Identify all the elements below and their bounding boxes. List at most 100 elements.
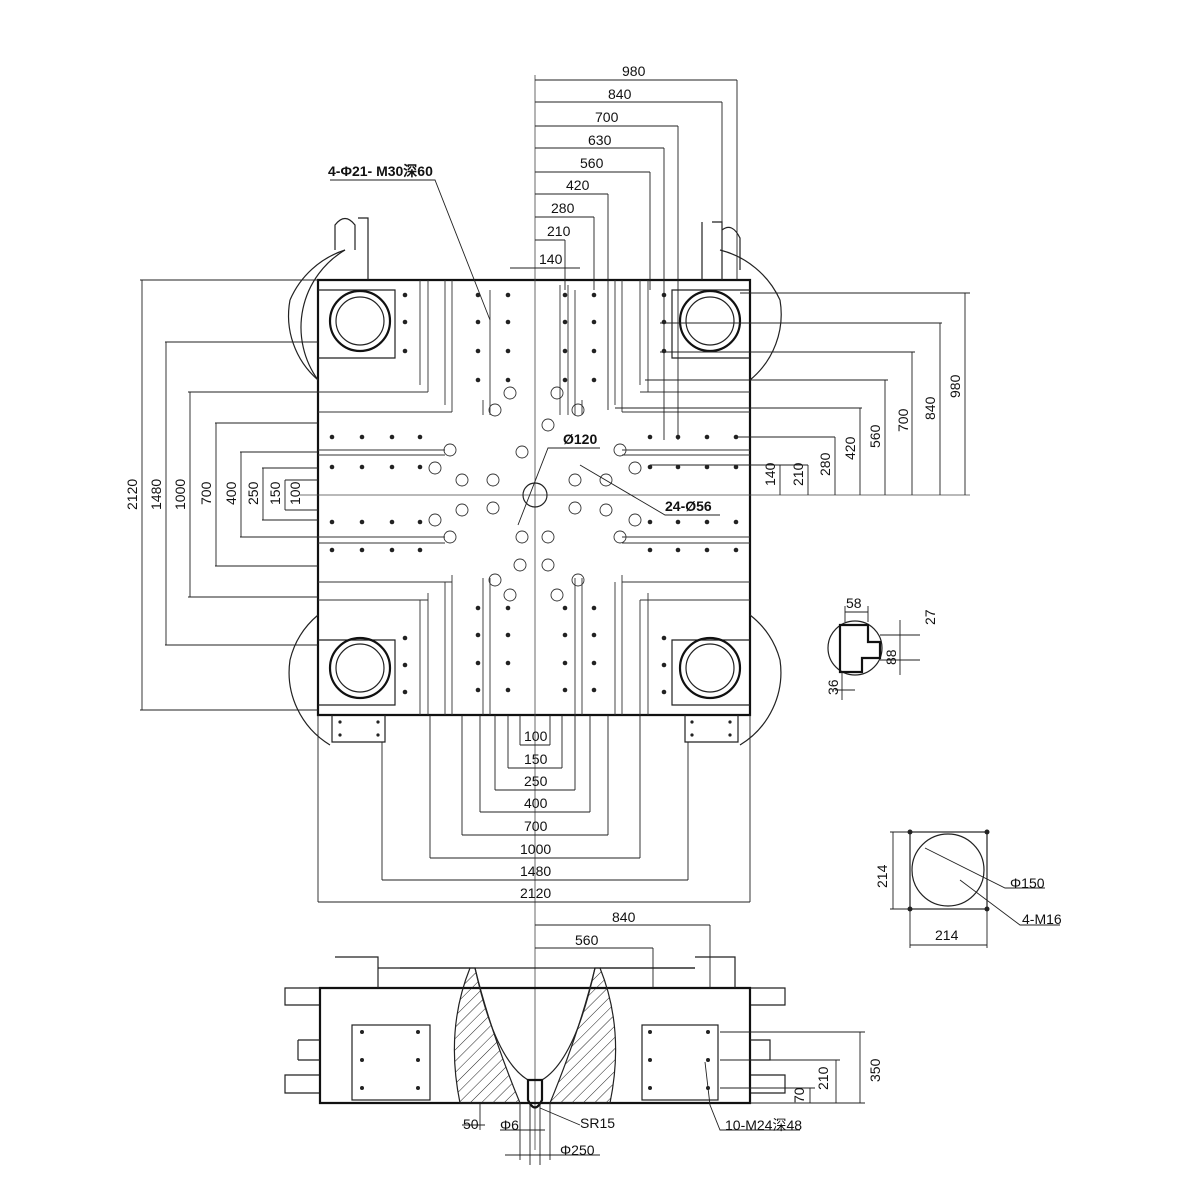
bolt-dot bbox=[591, 632, 597, 638]
bolt-dot bbox=[562, 605, 568, 611]
top-dimensions: 980 840 700 630 560 420 280 210 140 bbox=[510, 63, 738, 440]
bolt-dot bbox=[359, 547, 365, 553]
bolt-dot bbox=[505, 348, 511, 354]
bolt-dot bbox=[402, 292, 408, 298]
bolt-dot bbox=[402, 319, 408, 325]
bolt-dot bbox=[562, 687, 568, 693]
bolt-dot bbox=[417, 519, 423, 525]
callout-bolt-holes: 4-Φ21- M30深60 bbox=[328, 163, 433, 179]
bolt-dot bbox=[562, 377, 568, 383]
bolt-dot bbox=[475, 605, 481, 611]
bolt-dot bbox=[591, 605, 597, 611]
bolt-dot bbox=[402, 348, 408, 354]
bottom-dimensions: 100 150 250 400 700 1000 1480 2120 bbox=[317, 715, 751, 903]
bolt-dot bbox=[417, 434, 423, 440]
section-dim-phi6: Φ6 bbox=[500, 1117, 519, 1133]
section-dim-210: 210 bbox=[815, 1066, 831, 1090]
bolt-dot bbox=[591, 319, 597, 325]
bolt-dot bbox=[417, 464, 423, 470]
dim-right-210: 210 bbox=[790, 462, 806, 486]
section-dim-phi250: Φ250 bbox=[560, 1142, 595, 1158]
bolt-dot bbox=[675, 464, 681, 470]
dim-left-1000: 1000 bbox=[172, 479, 188, 510]
dim-top-630: 630 bbox=[588, 132, 612, 148]
bolt-dot bbox=[733, 519, 739, 525]
bolt-dot bbox=[647, 434, 653, 440]
square-detail: 214 214 Φ150 4-M16 bbox=[874, 829, 1062, 948]
bolt-dot bbox=[329, 464, 335, 470]
tie-bar-holes bbox=[328, 289, 742, 700]
bolt-dot bbox=[505, 632, 511, 638]
square-dim-214-vertical: 214 bbox=[874, 864, 890, 888]
dim-left-700: 700 bbox=[198, 481, 214, 505]
bolt-dot bbox=[562, 292, 568, 298]
dim-top-560: 560 bbox=[580, 155, 604, 171]
dim-left-250: 250 bbox=[245, 481, 261, 505]
section-dim-840: 840 bbox=[612, 909, 636, 925]
bolt-dot bbox=[402, 689, 408, 695]
dim-bottom-400: 400 bbox=[524, 795, 548, 811]
section-dim-560: 560 bbox=[575, 932, 599, 948]
dim-bottom-250: 250 bbox=[524, 773, 548, 789]
dim-left-100: 100 bbox=[287, 481, 303, 505]
bolt-dot bbox=[402, 635, 408, 641]
dim-left-150: 150 bbox=[267, 481, 283, 505]
bolt-dot bbox=[389, 464, 395, 470]
bolt-dot bbox=[647, 547, 653, 553]
bolt-dot bbox=[402, 662, 408, 668]
square-dim-214-horizontal: 214 bbox=[935, 927, 959, 943]
corner-boss-br bbox=[739, 614, 782, 746]
bolt-dot bbox=[562, 632, 568, 638]
dim-top-700: 700 bbox=[595, 109, 619, 125]
bolt-dot bbox=[475, 292, 481, 298]
bolt-dot bbox=[329, 519, 335, 525]
bolt-dot bbox=[389, 547, 395, 553]
bolt-dot bbox=[505, 319, 511, 325]
bolt-dot bbox=[505, 377, 511, 383]
dim-left-400: 400 bbox=[223, 481, 239, 505]
bolt-dot bbox=[359, 464, 365, 470]
bolt-dot bbox=[475, 660, 481, 666]
bolt-dot bbox=[505, 687, 511, 693]
center-hole bbox=[522, 482, 548, 508]
bolt-dot bbox=[562, 319, 568, 325]
bolt-dot bbox=[675, 547, 681, 553]
bolt-dot bbox=[647, 464, 653, 470]
callout-center-hole: Ø120 bbox=[563, 431, 597, 447]
bolt-dot bbox=[562, 348, 568, 354]
bolt-dot bbox=[661, 662, 667, 668]
dim-right-280: 280 bbox=[817, 452, 833, 476]
slot-dim-88: 88 bbox=[883, 649, 899, 665]
bolt-dot bbox=[505, 660, 511, 666]
bolt-dot bbox=[733, 547, 739, 553]
bolt-dot bbox=[505, 605, 511, 611]
section-dim-70: 70 bbox=[791, 1087, 807, 1103]
right-dimensions: 980 840 700 560 420 280 210 140 bbox=[615, 292, 970, 495]
plan-view bbox=[287, 75, 970, 1150]
bolt-dot bbox=[704, 547, 710, 553]
bolt-dot bbox=[591, 660, 597, 666]
bolt-dot bbox=[591, 292, 597, 298]
callout-ejector-holes: 24-Ø56 bbox=[665, 498, 712, 514]
bolt-dot bbox=[329, 547, 335, 553]
dim-top-140: 140 bbox=[539, 251, 563, 267]
dim-right-560: 560 bbox=[867, 424, 883, 448]
bolt-dot bbox=[505, 292, 511, 298]
bolt-dot bbox=[475, 632, 481, 638]
dim-bottom-100: 100 bbox=[524, 728, 548, 744]
dim-bottom-1480: 1480 bbox=[520, 863, 551, 879]
section-view: 840 560 350 210 70 50 Φ6 SR15 Φ250 10-M2… bbox=[284, 909, 883, 1165]
dim-top-980: 980 bbox=[622, 63, 646, 79]
square-dim-m16: 4-M16 bbox=[1022, 911, 1062, 927]
dim-right-420: 420 bbox=[842, 436, 858, 460]
bolt-dot bbox=[661, 635, 667, 641]
bolt-dot bbox=[417, 547, 423, 553]
bolt-dot bbox=[475, 687, 481, 693]
bolt-dot bbox=[475, 348, 481, 354]
square-dim-phi150: Φ150 bbox=[1010, 875, 1045, 891]
dim-right-840: 840 bbox=[922, 396, 938, 420]
dim-right-700: 700 bbox=[895, 408, 911, 432]
bolt-dots bbox=[329, 292, 739, 695]
